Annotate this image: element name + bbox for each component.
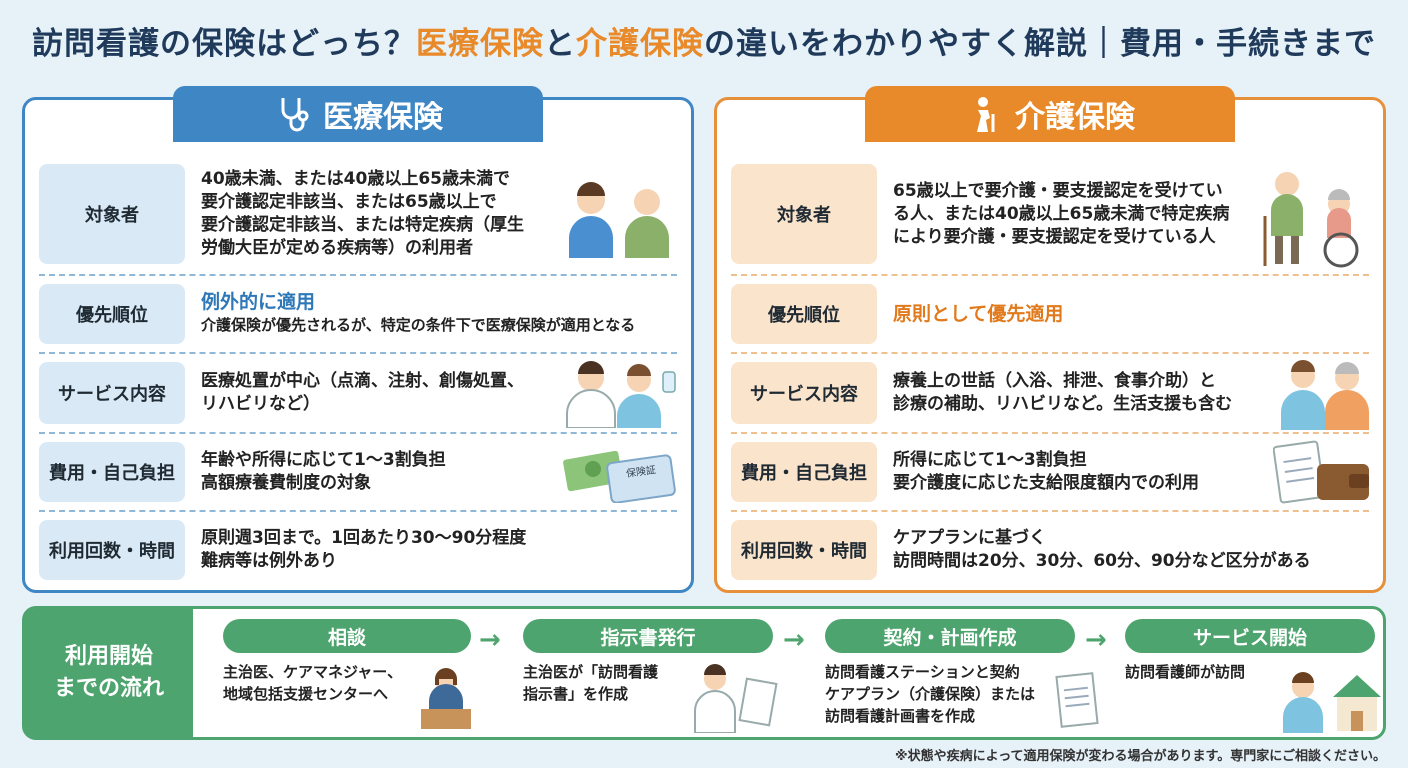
row-label: 費用・自己負担 <box>39 442 185 502</box>
step-description: 訪問看護師が訪問 <box>1125 663 1246 681</box>
row-label: 対象者 <box>731 164 877 264</box>
care-row-priority: 優先順位 原則として優先適用 <box>731 284 1369 344</box>
insurance-card-label: 保険証 <box>625 463 657 480</box>
flow-step-consult: 相談 主治医、ケアマネジャー、地域包括支援センターへ <box>223 619 471 735</box>
row-label: 優先順位 <box>39 284 185 344</box>
medical-row-target: 対象者 40歳未満、または40歳以上65歳未満で要介護認定非該当、または65歳以… <box>39 164 677 264</box>
row-content: 所得に応じて1〜3割負担要介護度に応じた支給限度額内での利用 <box>893 450 1199 493</box>
care-heading-tab: 介護保険 <box>865 86 1235 142</box>
row-label: 費用・自己負担 <box>731 442 877 502</box>
contract-document-icon <box>1055 672 1099 728</box>
nurse-house-illustration <box>1283 672 1381 733</box>
medical-row-cost: 費用・自己負担 年齢や所得に応じて1〜3割負担高額療養費制度の対象 <box>39 442 677 502</box>
elderly-cane-icon <box>977 97 995 132</box>
arrow-icon: → <box>479 625 501 655</box>
medical-row-service: サービス内容 医療処置が中心（点滴、注射、創傷処置、リハビリなど） <box>39 362 677 424</box>
care-row-frequency: 利用回数・時間 ケアプランに基づく訪問時間は20分、30分、60分、90分など区… <box>731 520 1369 580</box>
flow-step-contract: 契約・計画作成 訪問看護ステーションと契約ケアプラン（介護保険）または訪問看護計… <box>825 619 1075 735</box>
medical-heading: 医療保険 <box>323 100 443 135</box>
row-content: 年齢や所得に応じて1〜3割負担高額療養費制度の対象 <box>201 450 446 493</box>
row-label: 優先順位 <box>731 284 877 344</box>
doctor-document-illustration <box>694 664 778 733</box>
arrow-icon: → <box>783 625 805 655</box>
caregiver-illustration <box>1281 360 1369 430</box>
care-row-target: 対象者 65歳以上で要介護・要支援認定を受けている人、または40歳以上65歳未満… <box>731 164 1369 264</box>
care-insurance-panel: 介護保険 対象者 65歳以上で要介護・要支援認定を受けている人、または40歳以上… <box>714 86 1386 593</box>
step-heading: 指示書発行 <box>523 619 773 653</box>
patients-illustration <box>569 182 669 258</box>
usage-flow-section: 利用開始までの流れ 相談 主治医、ケアマネジャー、地域包括支援センターへ → 指… <box>22 606 1386 740</box>
row-content: 療養上の世話（入浴、排泄、食事介助）と診療の補助、リハビリなど。生活支援も含む <box>893 371 1233 414</box>
stethoscope-icon <box>281 98 309 132</box>
row-label: 利用回数・時間 <box>731 520 877 580</box>
careplan-wallet-illustration <box>1273 440 1369 504</box>
flow-step-instruction: 指示書発行 主治医が「訪問看護指示書」を作成 <box>523 619 773 735</box>
step-heading: 相談 <box>223 619 471 653</box>
row-content: ケアプランに基づく訪問時間は20分、30分、60分、90分など区分がある <box>893 528 1311 571</box>
medical-row-priority: 優先順位 例外的に適用 介護保険が優先されるが、特定の条件下で医療保険が適用とな… <box>39 284 677 344</box>
step-heading: 契約・計画作成 <box>825 619 1075 653</box>
row-label: 利用回数・時間 <box>39 520 185 580</box>
row-label: 対象者 <box>39 164 185 264</box>
step-heading: サービス開始 <box>1125 619 1375 653</box>
row-content: 40歳未満、または40歳以上65歳未満で要介護認定非該当、または65歳以上で 要… <box>201 169 524 258</box>
medical-row-frequency: 利用回数・時間 原則週3回まで。1回あたり30〜90分程度難病等は例外あり <box>39 520 677 580</box>
elderly-wheelchair-illustration <box>1263 172 1359 268</box>
receptionist-illustration <box>421 668 471 729</box>
row-content: 原則として優先適用 <box>893 302 1064 325</box>
row-content: 医療処置が中心（点滴、注射、創傷処置、リハビリなど） <box>201 371 524 414</box>
step-description: 訪問看護ステーションと契約ケアプラン（介護保険）または訪問看護計画書を作成 <box>825 663 1036 725</box>
flow-label: 利用開始までの流れ <box>25 609 193 737</box>
row-content: 65歳以上で要介護・要支援認定を受けている人、または40歳以上65歳未満で特定疾… <box>893 180 1230 247</box>
step-description: 主治医、ケアマネジャー、地域包括支援センターへ <box>223 663 403 703</box>
flow-step-start: サービス開始 訪問看護師が訪問 <box>1125 619 1375 735</box>
footnote: ※状態や疾病によって適用保険が変わる場合があります。専門家にご相談ください。 <box>894 749 1386 764</box>
row-content: 例外的に適用 介護保険が優先されるが、特定の条件下で医療保険が適用となる <box>201 291 636 334</box>
care-heading: 介護保険 <box>1015 100 1135 135</box>
doctor-nurse-illustration <box>566 361 676 428</box>
medical-insurance-panel: 医療保険 対象者 40歳未満、または40歳以上65歳未満で要介護認定非該当、また… <box>22 86 694 593</box>
row-content: 原則週3回まで。1回あたり30〜90分程度難病等は例外あり <box>201 528 527 571</box>
money-card-illustration: 保険証 <box>563 450 676 503</box>
row-label: サービス内容 <box>39 362 185 424</box>
page-title: 訪問看護の保険はどっち？医療保険と介護保険の違いをわかりやすく解説｜費用・手続き… <box>32 26 1376 62</box>
care-row-cost: 費用・自己負担 所得に応じて1〜3割負担要介護度に応じた支給限度額内での利用 <box>731 442 1369 502</box>
row-label: サービス内容 <box>731 362 877 424</box>
arrow-icon: → <box>1085 625 1107 655</box>
care-row-service: サービス内容 療養上の世話（入浴、排泄、食事介助）と診療の補助、リハビリなど。生… <box>731 362 1369 424</box>
step-description: 主治医が「訪問看護指示書」を作成 <box>523 663 659 703</box>
medical-heading-tab: 医療保険 <box>173 86 543 142</box>
